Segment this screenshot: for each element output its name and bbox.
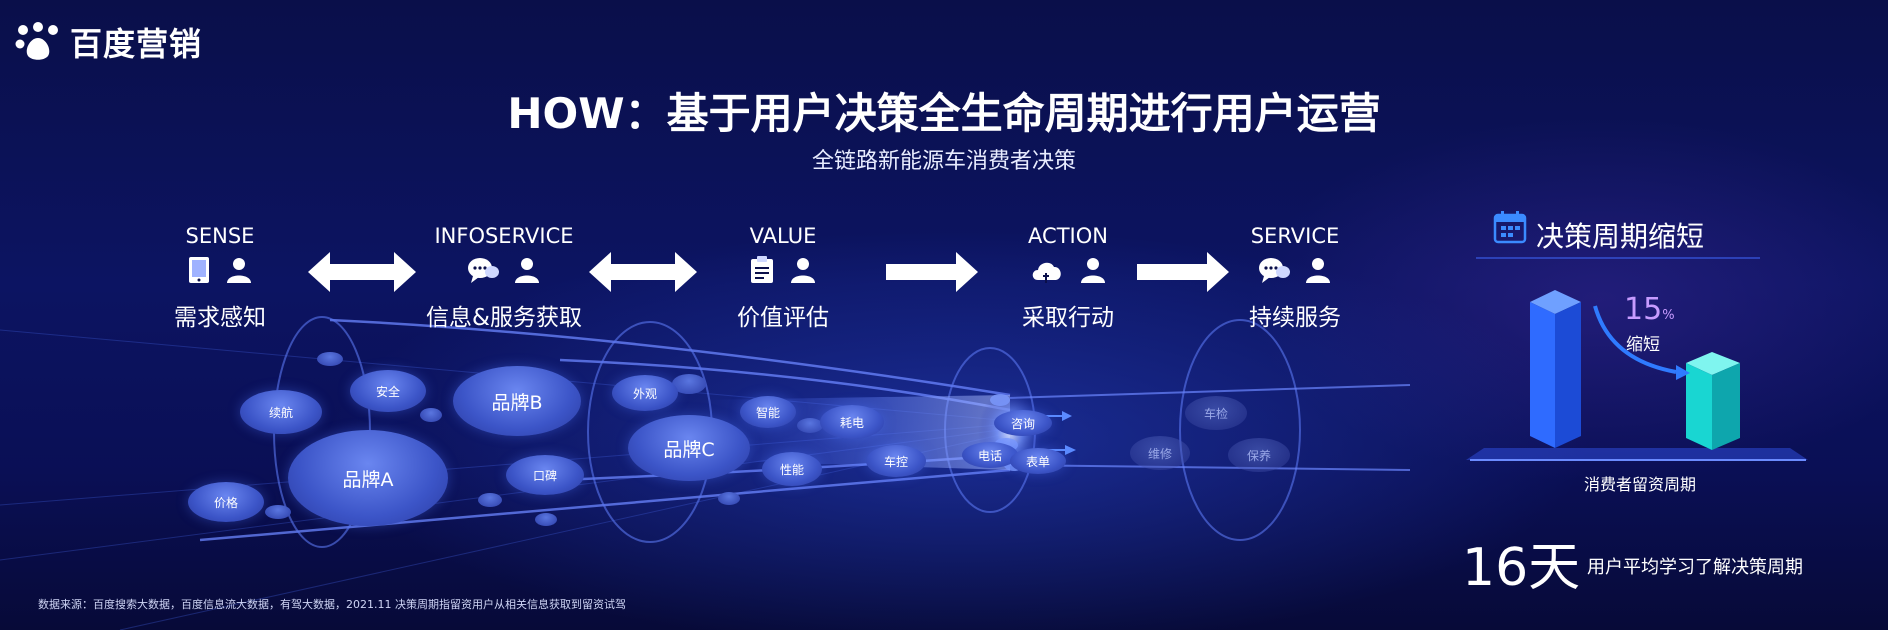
stage-service: SERVICE 持续服务 bbox=[1175, 224, 1415, 332]
bubble-appearance: 外观 bbox=[612, 375, 678, 411]
stage-cn-label: 信息&服务获取 bbox=[426, 305, 582, 331]
reduction-percent: 15% bbox=[1624, 292, 1675, 327]
bubble-safety: 安全 bbox=[350, 370, 426, 412]
bubble-performance: 性能 bbox=[762, 452, 822, 486]
bubble-form: 表单 bbox=[1010, 448, 1066, 474]
brand-logo: 百度营销 bbox=[14, 20, 202, 64]
chart-caption: 消费者留资周期 bbox=[1584, 475, 1697, 494]
paw-icon bbox=[15, 22, 58, 60]
bubble-inspection: 车检 bbox=[1185, 396, 1247, 430]
percent-symbol: % bbox=[1662, 308, 1675, 323]
stage-action: ACTION 采取行动 bbox=[948, 224, 1188, 332]
decor-dot bbox=[535, 513, 557, 526]
stage-infoservice: INFOSERVICE 信息&服务获取 bbox=[384, 224, 624, 332]
decision-cycle-title: 决策周期缩短 bbox=[1536, 220, 1705, 253]
cloud-icon bbox=[1032, 262, 1061, 283]
right-arrow-icon bbox=[1137, 252, 1229, 292]
stage-en-label: SERVICE bbox=[1250, 224, 1340, 248]
stage-cn-label: 价值评估 bbox=[737, 305, 829, 331]
user-icon bbox=[1306, 258, 1330, 283]
bubble-intelligence: 智能 bbox=[740, 396, 796, 428]
bubble-price: 价格 bbox=[188, 482, 264, 522]
bubble-consult: 咨询 bbox=[994, 410, 1052, 436]
decor-dot bbox=[420, 408, 442, 422]
user-icon bbox=[1081, 258, 1105, 283]
bubble-reputation: 口碑 bbox=[506, 455, 584, 495]
right-arrow-icon bbox=[886, 252, 978, 292]
tablet-icon bbox=[189, 257, 209, 283]
reduction-label: 缩短 bbox=[1626, 335, 1660, 355]
stage-sense: SENSE 需求感知 bbox=[100, 224, 340, 332]
decor-dot bbox=[718, 492, 740, 505]
bar-before bbox=[1530, 290, 1581, 448]
bar-after bbox=[1686, 352, 1740, 450]
bubble-brand-b: 品牌B bbox=[453, 366, 581, 436]
bubble-maintenance: 保养 bbox=[1228, 438, 1290, 472]
bubble-phone: 电话 bbox=[962, 442, 1018, 468]
chat-bubbles-icon bbox=[468, 258, 499, 283]
calendar-icon bbox=[1493, 211, 1527, 244]
user-icon bbox=[227, 258, 251, 283]
stage-value: VALUE 价值评估 bbox=[663, 224, 903, 332]
reduction-percent-value: 15 bbox=[1624, 292, 1663, 327]
bubble-endurance: 续航 bbox=[240, 390, 322, 434]
bubble-brand-c: 品牌C bbox=[628, 415, 750, 481]
chat-bubbles-icon bbox=[1259, 258, 1290, 283]
stage-cn-label: 采取行动 bbox=[1022, 305, 1114, 331]
stage-cn-label: 需求感知 bbox=[174, 305, 266, 331]
bubble-repair: 维修 bbox=[1130, 436, 1190, 470]
data-source-footnote: 数据来源：百度搜索大数据，百度信息流大数据，有驾大数据，2021.11 决策周期… bbox=[38, 598, 626, 611]
average-days-description: 用户平均学习了解决策周期 bbox=[1587, 557, 1803, 578]
double-arrow-icon bbox=[308, 252, 416, 292]
brand-name: 百度营销 bbox=[70, 25, 203, 63]
average-days: 16天 bbox=[1462, 538, 1581, 598]
bubble-power-consumption: 耗电 bbox=[820, 405, 884, 439]
stage-en-label: ACTION bbox=[1028, 224, 1108, 248]
decor-dot bbox=[478, 493, 502, 507]
stage-en-label: INFOSERVICE bbox=[434, 224, 574, 248]
double-arrow-icon bbox=[589, 252, 697, 292]
stage-en-label: SENSE bbox=[185, 224, 255, 248]
user-icon bbox=[515, 258, 539, 283]
page-title: HOW：基于用户决策全生命周期进行用户运营 bbox=[507, 89, 1381, 138]
decor-dot bbox=[797, 418, 823, 433]
decor-dot bbox=[317, 352, 343, 366]
stage-en-label: VALUE bbox=[749, 224, 817, 248]
bubble-brand-a: 品牌A bbox=[288, 430, 448, 526]
decor-dot bbox=[265, 505, 291, 519]
page-subtitle: 全链路新能源车消费者决策 bbox=[811, 149, 1076, 174]
bubble-vehicle-control: 车控 bbox=[866, 445, 926, 477]
decor-dot bbox=[672, 374, 706, 394]
document-icon bbox=[751, 256, 773, 283]
stage-cn-label: 持续服务 bbox=[1249, 305, 1341, 331]
user-icon bbox=[791, 258, 815, 283]
